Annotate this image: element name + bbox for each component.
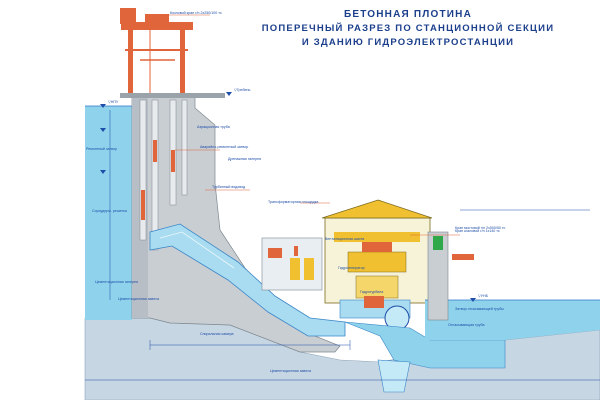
title-line-2: ПОПЕРЕЧНЫЙ РАЗРЕЗ ПО СТАНЦИОННОЙ СЕКЦИИ [261, 23, 555, 34]
label-transformer-bay: Трансформаторная площадка [268, 200, 318, 204]
intake-shaft-2 [151, 99, 159, 251]
label-vent-shaft: Вентиляционная шахта [325, 237, 364, 241]
title-line-3: И ЗДАНИЮ ГИДРОЭЛЕКТРОСТАНЦИИ [301, 37, 515, 48]
label-crest: ▽Гребень [234, 88, 250, 92]
label-drainage: Дренажная галерея [228, 157, 261, 161]
label-spiral-case: Спиральная камера [200, 332, 234, 336]
label-draft-tube: Отсасывающая труба [448, 323, 484, 327]
label-nwl: ▽НПУ [108, 100, 119, 104]
label-bridge-crane: Кран мостовой г/п 2х500/50 тс [455, 226, 505, 230]
trash-rack [141, 190, 145, 220]
dimension-lines [85, 110, 600, 381]
gantry-crane [120, 8, 193, 96]
label-penstock: Турбинный водовод [212, 185, 246, 189]
label-crane-tail: Кран козловой г/п 1х140 тс [455, 229, 500, 233]
label-generator: Гидрогенератор [338, 266, 365, 270]
title-line-1: БЕТОННАЯ ПЛОТИНА [343, 9, 473, 20]
draft-tube [344, 321, 506, 369]
label-trash-rack: Сороудерж. решетка [92, 209, 127, 213]
label-aeration-pipe: Аэрационная труба [197, 125, 230, 129]
dam-body [131, 95, 341, 353]
upstream-water [85, 106, 132, 320]
label-gallery: Цементационная галерея [95, 280, 138, 284]
intake-shaft-4 [181, 99, 188, 196]
dam-crest [120, 93, 225, 98]
downstream-water [425, 300, 600, 340]
label-turbine: Гидротурбина [360, 290, 383, 294]
label-emergency-gate: Аварийно-ремонтный затвор [200, 145, 248, 149]
powerhouse [321, 199, 433, 304]
turbine-unit [339, 296, 411, 331]
level-markers [100, 92, 476, 302]
label-repair-gate: Ремонтный затвор [86, 147, 117, 151]
repair-gate [153, 140, 157, 162]
label-crane-top: Козловой кран г/п 2х250/100 тс [170, 11, 222, 15]
diagram-title: БЕТОННАЯ ПЛОТИНА ПОПЕРЕЧНЫЙ РАЗРЕЗ ПО СТ… [238, 8, 578, 50]
drainage-pit [377, 359, 411, 393]
label-twl: ▽УНБ [478, 294, 489, 298]
intake-shaft-1 [139, 99, 147, 241]
label-grout-curtain: Цементационная завеса [118, 297, 159, 301]
leader-lines [160, 14, 460, 236]
penstock-pipe [149, 223, 346, 337]
label-foundation: Цементационная завеса [270, 369, 311, 373]
transformer-bay [261, 237, 323, 291]
tailrace-structure [427, 231, 474, 321]
penstock-lining [159, 231, 235, 269]
label-draft-gate: Затвор отсасывающей трубы [455, 307, 504, 311]
emergency-gate [171, 150, 175, 172]
